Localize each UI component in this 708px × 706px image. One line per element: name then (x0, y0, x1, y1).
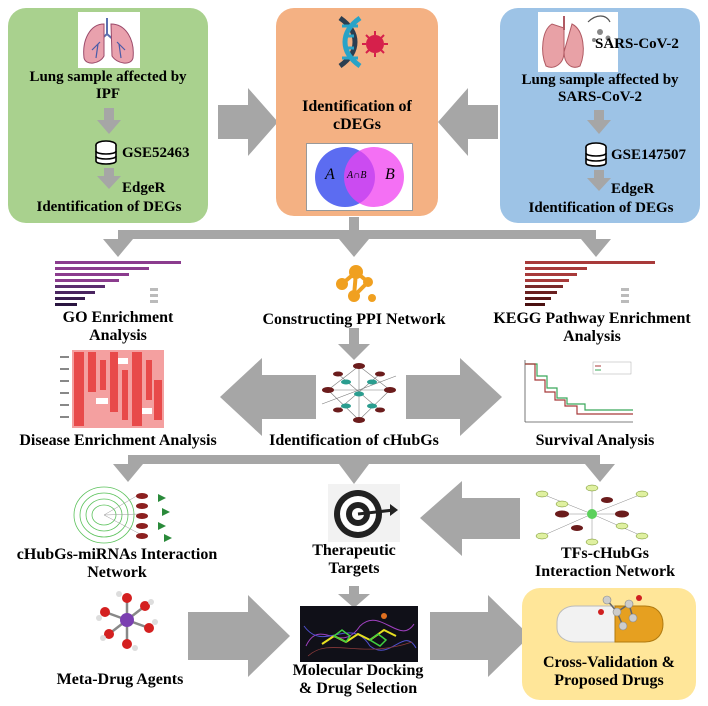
hub-network-thumbnail (321, 363, 397, 423)
sars-title-line2: SARS-CoV-2 (558, 88, 642, 105)
arrow-docking-to-validation (430, 595, 530, 677)
docking-title-line2: & Drug Selection (298, 679, 418, 697)
docking-thumbnail (300, 606, 418, 662)
molecule-icon (96, 591, 158, 651)
database-icon (585, 142, 607, 167)
arrow-down-icon (97, 108, 121, 134)
disease-title: Disease Enrichment Analysis (19, 432, 217, 449)
capsule-icon (556, 595, 664, 643)
disease-heatmap-thumbnail (60, 350, 164, 428)
sars-dataset: GSE147507 (611, 147, 687, 163)
database-icon (95, 140, 117, 165)
ipf-title-line1: Lung sample affected by (29, 69, 187, 85)
tfs-title-line2: Interaction Network (535, 562, 675, 580)
arrow-ppi-to-hub (338, 344, 370, 360)
survival-title: Survival Analysis (535, 432, 655, 449)
arrow-to-targets (339, 455, 369, 484)
arrow-to-ppi (339, 239, 369, 257)
branch-bar-1 (118, 230, 596, 239)
lung-icon (78, 12, 140, 68)
venn-set-a: A (325, 166, 335, 183)
venn-diagram: A A∩B B (306, 143, 413, 211)
arrow-down-icon (587, 110, 611, 134)
arrow-hub-to-disease (220, 358, 316, 436)
arrow-meta-to-docking (188, 595, 290, 677)
venn-set-b: B (385, 166, 395, 183)
therapeutic-title-line2: Targets (328, 559, 380, 577)
ipf-result: Identification of DEGs (36, 199, 182, 215)
validation-title-line1: Cross-Validation & (542, 654, 676, 671)
go-title-line1: GO Enrichment (62, 309, 174, 326)
tf-network-thumbnail (535, 484, 649, 546)
target-icon (328, 484, 400, 542)
kegg-title-line1: KEGG Pathway Enrichment (493, 310, 691, 327)
sars-method: EdgeR (611, 181, 655, 197)
ppi-network-icon (336, 265, 376, 302)
arrow-left-to-center (218, 88, 278, 156)
arrow-down-icon (587, 170, 611, 191)
dna-virus-icon (338, 15, 388, 69)
docking-title-line1: Molecular Docking (292, 662, 424, 679)
arrow-tfs-to-targets (420, 481, 520, 556)
ipf-title-line2: IPF (95, 85, 121, 102)
therapeutic-title-line1: Therapeutic (312, 542, 396, 559)
arrow-to-mirna (113, 464, 143, 482)
go-title-line2: Analysis (89, 326, 147, 344)
arrow-to-tfs (585, 464, 615, 482)
arrow-hub-to-survival (406, 358, 502, 436)
arrow-to-go (103, 239, 133, 257)
validation-title-line2: Proposed Drugs (554, 671, 664, 689)
mirna-title-line2: Network (87, 563, 147, 581)
sars-virus-label: SARS-CoV-2 (595, 36, 679, 52)
cdegs-title-line1: Identification of (302, 98, 412, 115)
ipf-dataset: GSE52463 (122, 145, 190, 161)
ppi-title: Constructing PPI Network (262, 311, 446, 328)
kegg-title-line2: Analysis (563, 327, 621, 345)
ipf-method: EdgeR (122, 180, 166, 196)
meta-drug-title: Meta-Drug Agents (56, 671, 184, 688)
venn-intersection: A∩B (347, 170, 367, 181)
arrow-right-to-center (438, 88, 498, 156)
hub-title: Identification of cHubGs (269, 432, 439, 449)
mirna-network-thumbnail (73, 486, 172, 544)
kegg-barchart-thumbnail (525, 261, 655, 306)
go-barchart-thumbnail (55, 261, 181, 306)
survival-plot-thumbnail (524, 360, 633, 423)
sars-title-line1: Lung sample affected by (521, 72, 679, 88)
cdegs-title-line2: cDEGs (333, 115, 381, 133)
sars-result: Identification of DEGs (528, 200, 674, 216)
tfs-title-line1: TFs-cHubGs (560, 545, 649, 562)
mirna-title-line1: cHubGs-miRNAs Interaction (16, 546, 218, 563)
arrow-to-kegg (581, 239, 611, 257)
arrow-targets-to-docking (338, 594, 370, 608)
arrow-down-icon (97, 168, 121, 189)
infected-lung-icon (538, 12, 618, 72)
